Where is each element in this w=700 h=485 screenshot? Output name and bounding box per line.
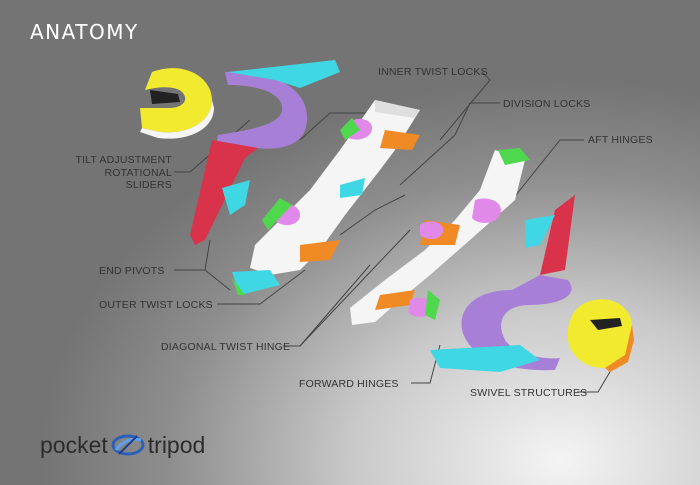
- label-end-pivots: END PIVOTS: [99, 265, 165, 277]
- label-aft-hinges: AFT HINGES: [588, 134, 653, 146]
- label-forward-hinges: FORWARD HINGES: [299, 378, 399, 390]
- label-tilt-adjustment-line3: SLIDERS: [125, 179, 172, 191]
- white-strip-right: [350, 148, 530, 325]
- purple-arc-right: [430, 195, 575, 372]
- page-title: ANATOMY: [30, 20, 139, 44]
- leader-outer-twist: [217, 269, 306, 305]
- label-tilt-adjustment-line2: ROTATIONAL: [104, 166, 172, 179]
- logo-word-right: tripod: [147, 431, 206, 458]
- pocket-tripod-logo: pocket tripod: [40, 428, 205, 462]
- leader-end-pivots: [174, 239, 211, 271]
- leader-end-pivots-2: [204, 269, 231, 291]
- leader-inner-twist-locks: [299, 112, 375, 141]
- leader-misc: [339, 194, 406, 236]
- label-inner-twist-locks: INNER TWIST LOCKS: [378, 66, 488, 78]
- leader-lines: [174, 71, 621, 393]
- white-strip-left: [232, 100, 420, 295]
- leader-division-locks: [454, 102, 500, 136]
- label-outer-twist-locks: OUTER TWIST LOCKS: [99, 299, 213, 311]
- yellow-swivel-left: [140, 68, 214, 139]
- yellow-swivel-right: [567, 299, 634, 372]
- label-diagonal-twist-hinge: DIAGONAL TWIST HINGE: [161, 341, 291, 353]
- tripod-swirl-icon: [111, 430, 145, 460]
- leader-inner-twist-locks-2: [439, 71, 491, 141]
- logo-word-left: pocket: [40, 431, 108, 458]
- leader-division-locks-2: [399, 134, 456, 186]
- label-swivel-structures: SWIVEL STRUCTURES: [470, 387, 588, 399]
- label-division-locks: DIVISION LOCKS: [503, 98, 591, 110]
- label-tilt-adjustment-line1: TILT ADJUSTMENT: [75, 154, 172, 166]
- label-tilt-adjustment: TILT ADJUSTMENT ROTATIONAL SLIDERS: [68, 154, 172, 192]
- leader-aft-hinges: [507, 139, 584, 206]
- leader-diagonal-2: [299, 264, 371, 347]
- purple-arc-left: [190, 60, 340, 245]
